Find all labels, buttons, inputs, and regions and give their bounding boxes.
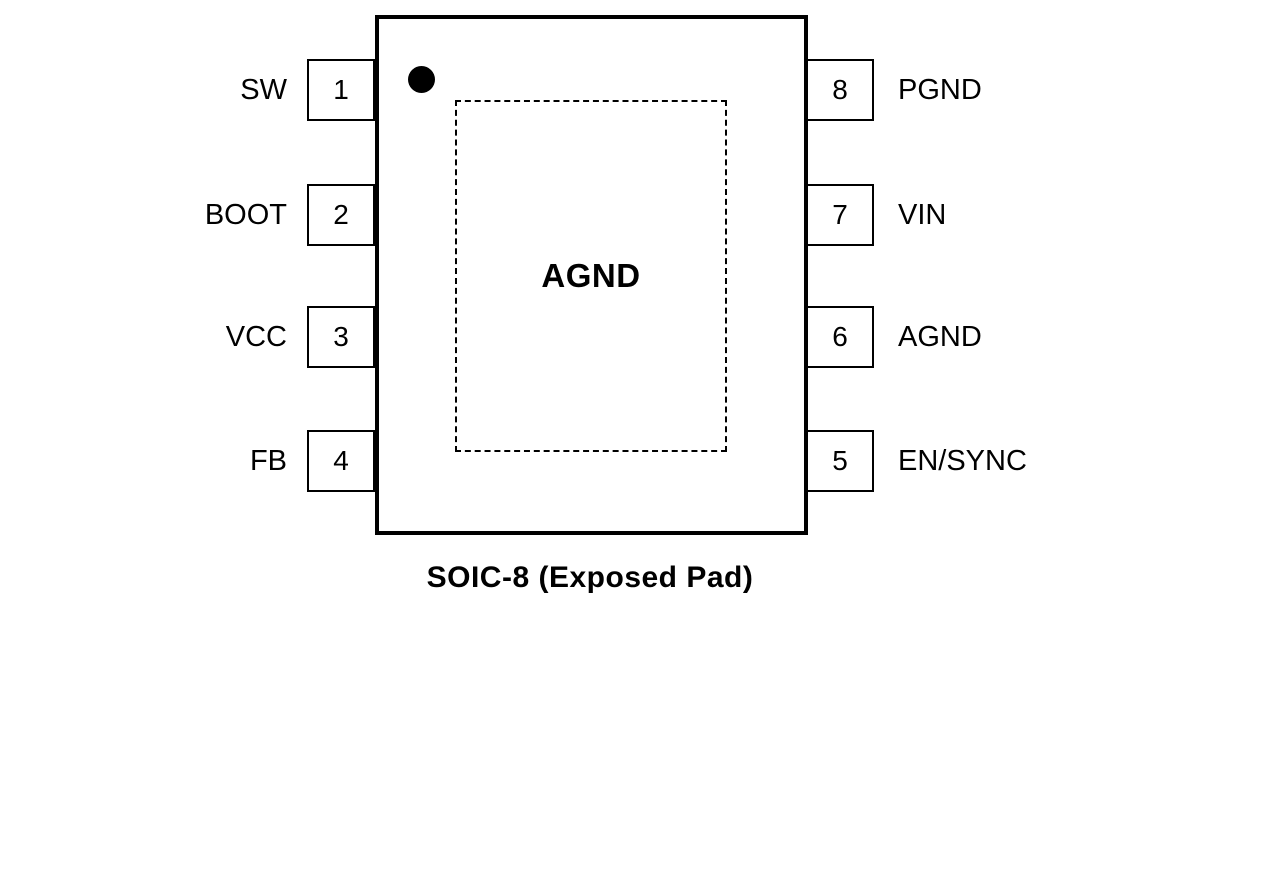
pin-row-1: SW 1 — [120, 59, 375, 121]
pin1-marker-dot-icon — [408, 66, 435, 93]
pin-box: 5 — [806, 430, 874, 492]
pin-number: 8 — [832, 74, 848, 105]
pin-label: BOOT — [204, 198, 287, 231]
pin-label: FB — [249, 444, 287, 477]
pin-label: PGND — [898, 73, 982, 106]
pin-label: AGND — [898, 320, 982, 353]
pin-label: VCC — [225, 320, 287, 353]
pin-number: 6 — [832, 321, 848, 352]
pin-row-7: 7 VIN — [806, 184, 1126, 246]
pin-row-8: 8 PGND — [806, 59, 1126, 121]
pin-number: 5 — [832, 445, 848, 476]
pin-number: 2 — [333, 199, 349, 230]
pin-number: 7 — [832, 199, 848, 230]
exposed-pad-outline: AGND — [455, 100, 727, 452]
package-caption: SOIC-8 (Exposed Pad) — [426, 561, 754, 594]
pin-label: VIN — [898, 198, 947, 231]
pin-row-4: FB 4 — [120, 430, 375, 492]
pin-row-2: BOOT 2 — [120, 184, 375, 246]
pin-box: 1 — [307, 59, 375, 121]
pin-label: SW — [240, 73, 287, 106]
pin-box: 3 — [307, 306, 375, 368]
pin-label: EN/SYNC — [898, 444, 1027, 477]
pin-number: 3 — [333, 321, 349, 352]
pin-box: 2 — [307, 184, 375, 246]
exposed-pad-label: AGND — [541, 257, 641, 294]
pin-number: 4 — [333, 445, 349, 476]
pin-row-3: VCC 3 — [120, 306, 375, 368]
pin-row-5: 5 EN/SYNC — [806, 430, 1126, 492]
pin-box: 4 — [307, 430, 375, 492]
pin-box: 8 — [806, 59, 874, 121]
pin-number: 1 — [333, 74, 349, 105]
pin-box: 6 — [806, 306, 874, 368]
pin-box: 7 — [806, 184, 874, 246]
pin-row-6: 6 AGND — [806, 306, 1126, 368]
